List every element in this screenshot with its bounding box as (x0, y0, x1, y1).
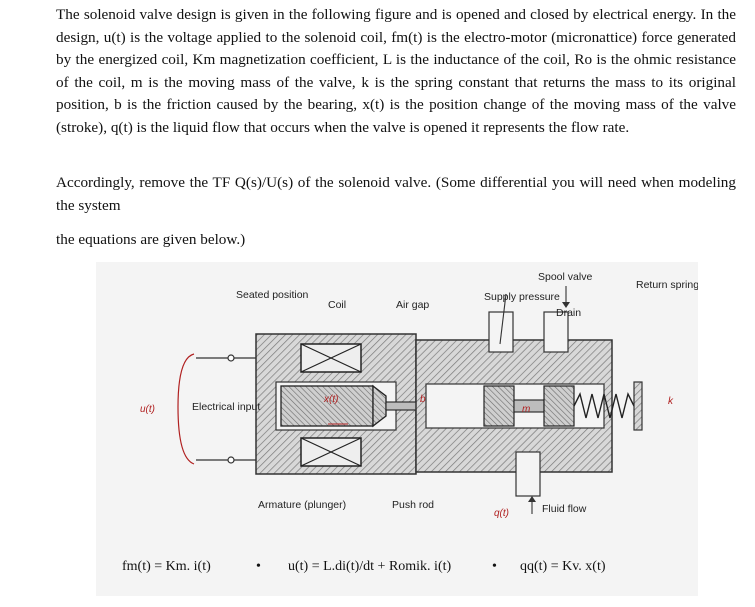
x-annotation: x(t) (323, 394, 338, 405)
spool-land-1 (483, 385, 515, 427)
armature (280, 385, 374, 427)
solenoid-valve-figure: Seated position Coil Air gap Supply pres… (96, 262, 698, 596)
equations-intro: the equations are given below.) (56, 231, 246, 248)
air-gap-label: Air gap (396, 299, 429, 311)
return-spring (573, 391, 635, 419)
bullet-2: • (492, 559, 497, 574)
spool-land-2 (543, 385, 575, 427)
supply-label: Supply pressure (484, 291, 560, 303)
force-equation: fm(t) = Km. i(t) (122, 559, 211, 574)
fluid-flow-label: Fluid flow (542, 503, 587, 515)
task-statement: Accordingly, remove the TF Q(s)/U(s) of … (56, 174, 736, 214)
drain-label: Drain (556, 307, 581, 319)
u-annotation: u(t) (140, 404, 155, 415)
push-rod-label: Push rod (392, 499, 434, 511)
fluid-flow-port (515, 451, 541, 497)
electrical-input-label: Electrical input (192, 401, 260, 413)
seated-label: Seated position (236, 289, 309, 301)
bullet-1: • (256, 559, 261, 574)
return-spring-label: Return spring (636, 279, 698, 291)
armature-label: Armature (plunger) (258, 499, 346, 511)
k-annotation: k (668, 396, 674, 407)
coil-label: Coil (328, 299, 346, 311)
spool-valve-label: Spool valve (538, 271, 592, 283)
solenoid-diagram: Seated position Coil Air gap Supply pres… (122, 271, 698, 574)
problem-description: The solenoid valve design is given in th… (56, 6, 736, 136)
flow-equation: qq(t) = Kv. x(t) (520, 559, 606, 574)
m-annotation: m (522, 404, 530, 415)
drain-port (543, 311, 569, 353)
voltage-equation: u(t) = L.di(t)/dt + Romik. i(t) (288, 559, 451, 574)
b-annotation: b (420, 394, 426, 405)
q-annotation: q(t) (494, 508, 509, 519)
